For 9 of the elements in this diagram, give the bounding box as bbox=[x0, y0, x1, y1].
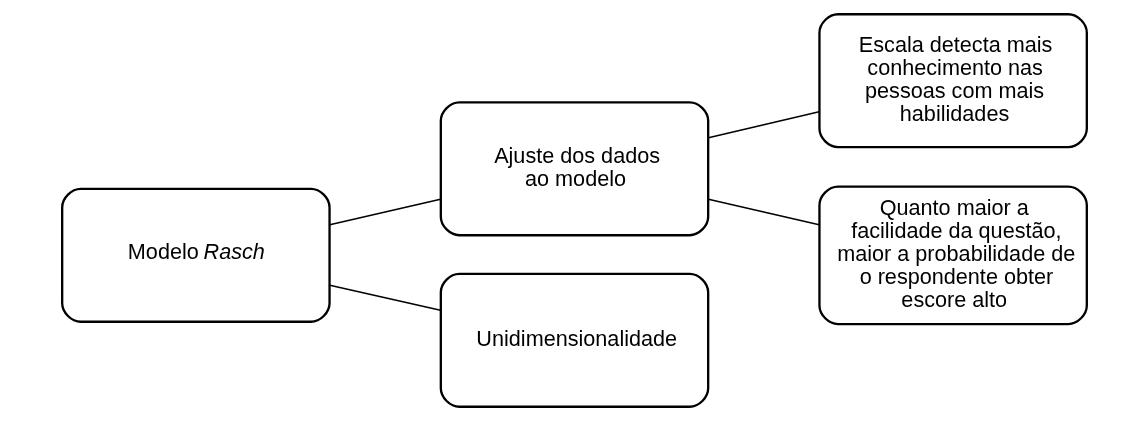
connector bbox=[707, 198, 820, 226]
connector bbox=[328, 284, 441, 312]
node-box: Quanto maior a facilidade da questão, maior a probabilidade de o respondente obter escore alto bbox=[817, 185, 1088, 326]
connector bbox=[707, 111, 820, 139]
node-box: Modelo Rasch bbox=[60, 187, 331, 323]
node-box: Unidimensionalidade bbox=[439, 272, 709, 408]
node-box: Escala detecta mais conhecimento nas pessoas com mais habilidades bbox=[817, 13, 1088, 149]
connector bbox=[328, 198, 441, 226]
node-box: Ajuste dos dados ao modelo bbox=[439, 101, 709, 237]
